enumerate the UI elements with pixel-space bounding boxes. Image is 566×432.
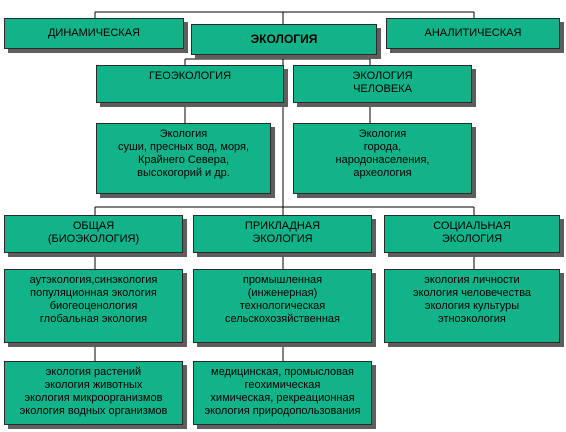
node-human-ecology-detail: Экология города, народонаселения, археол… [293,123,472,194]
node-social-detail: экология личности экология человечества … [384,269,560,343]
node-human-ecology: ЭКОЛОГИЯ ЧЕЛОВЕКА [293,65,472,103]
node-analytic: АНАЛИТИЧЕСКАЯ [386,18,560,49]
node-root-ecology: ЭКОЛОГИЯ [191,24,377,55]
node-geoecology-detail: Экология суши, пресных вод, моря, Крайне… [96,123,271,194]
node-general-bioecology: ОБЩАЯ (БИОЭКОЛОГИЯ) [4,215,183,253]
node-applied-detail: промышленная (инженерная) технологическа… [193,269,372,343]
node-geoecology: ГЕОЭКОЛОГИЯ [96,65,284,103]
node-dynamic: ДИНАМИЧЕСКАЯ [4,18,184,49]
node-general-extra: экология растений экология животных экол… [4,361,183,425]
node-general-detail: аутэкология,синэкология популяционная эк… [4,269,183,343]
node-applied-extra: медицинская, промысловая геохимическая х… [193,361,372,425]
node-social-ecology: СОЦИАЛЬНАЯ ЭКОЛОГИЯ [384,215,560,253]
node-applied-ecology: ПРИКЛАДНАЯ ЭКОЛОГИЯ [193,215,372,253]
